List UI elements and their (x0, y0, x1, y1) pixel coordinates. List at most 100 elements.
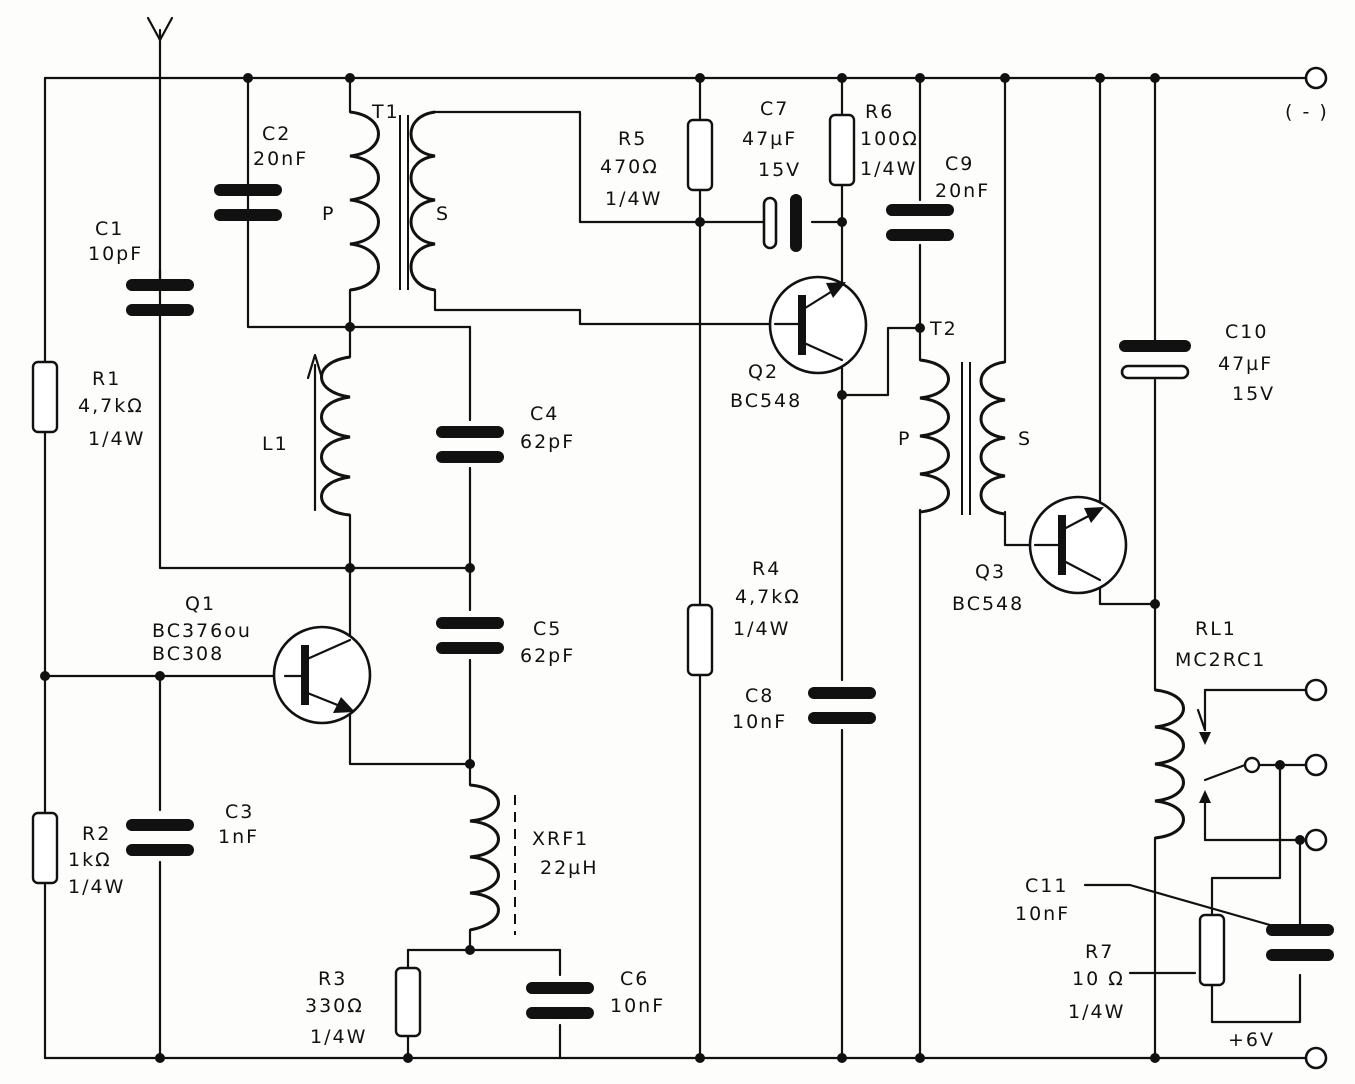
capacitor-c8 (808, 687, 876, 724)
label-l1-name: L1 (262, 433, 289, 455)
label-c6-name: C6 (620, 968, 649, 990)
label-r7-name: R7 (1085, 941, 1114, 963)
junction-dots (40, 73, 1305, 1063)
capacitor-c2 (214, 184, 282, 221)
resistor-r7 (1198, 913, 1226, 987)
label-c7-value: 47µF (742, 128, 797, 150)
transistor-q2 (768, 275, 868, 375)
label-r6-value: 100Ω (860, 128, 919, 150)
capacitor-c3 (126, 819, 194, 856)
resistor-r6 (828, 113, 856, 187)
label-r7-power: 1/4W (1068, 1001, 1125, 1023)
label-c10-value: 47µF (1218, 353, 1273, 375)
resistor-r4 (686, 603, 714, 677)
label-t2-secondary: S (1018, 428, 1032, 450)
label-t1-secondary: S (436, 203, 450, 225)
label-c8-name: C8 (745, 685, 774, 707)
label-c7-name: C7 (760, 98, 789, 120)
label-q1-part: BC376ou (152, 620, 252, 642)
relay-terminal-nc[interactable] (1304, 828, 1328, 852)
label-r5-value: 470Ω (600, 156, 659, 178)
label-c9-name: C9 (945, 153, 974, 175)
capacitor-c11 (1266, 924, 1334, 961)
resistor-r5 (686, 118, 714, 192)
label-r2-value: 1kΩ (68, 849, 112, 871)
label-r7-value: 10 Ω (1072, 968, 1125, 990)
label-c3-name: C3 (225, 801, 254, 823)
terminal-negative[interactable] (1304, 66, 1328, 90)
label-q2-name: Q2 (748, 361, 779, 383)
label-xrf1-name: XRF1 (532, 828, 589, 850)
label-c2-value: 20nF (253, 148, 308, 170)
label-c1-value: 10pF (88, 243, 143, 265)
inductor-l1 (306, 353, 351, 517)
label-positive-terminal: +6V (1228, 1029, 1275, 1051)
label-c4-name: C4 (530, 403, 559, 425)
label-q1-name: Q1 (185, 593, 216, 615)
label-r5-name: R5 (618, 128, 647, 150)
label-c2-name: C2 (262, 123, 291, 145)
label-q3-part: BC548 (952, 593, 1024, 615)
label-rl1-name: RL1 (1195, 618, 1237, 640)
label-t2-name: T2 (929, 318, 958, 340)
label-q1-alt: BC308 (152, 643, 224, 665)
label-xrf1-value: 22µH (540, 857, 599, 879)
capacitor-c9 (886, 204, 954, 241)
resistor-r1 (31, 360, 59, 434)
label-r4-name: R4 (752, 558, 781, 580)
relay-terminal-no[interactable] (1304, 678, 1328, 702)
label-r3-name: R3 (318, 968, 347, 990)
label-c9-value: 20nF (935, 180, 990, 202)
label-r5-power: 1/4W (605, 188, 662, 210)
capacitor-c6 (526, 982, 594, 1019)
label-t1-name: T1 (371, 101, 400, 123)
transistor-q1 (272, 625, 372, 725)
relay-terminal-common[interactable] (1304, 753, 1328, 777)
resistor-r3 (394, 966, 422, 1038)
transformer-t2 (919, 358, 1006, 516)
label-c5-name: C5 (533, 618, 562, 640)
label-c11-value: 10nF (1015, 903, 1070, 925)
label-r4-power: 1/4W (733, 618, 790, 640)
labels: C1 10pF C2 20nF T1 P S R1 4,7kΩ 1/4W L1 … (68, 98, 1329, 1051)
label-c10-voltage: 15V (1232, 383, 1275, 405)
label-c7-voltage: 15V (758, 159, 801, 181)
transistor-q3 (1028, 495, 1128, 595)
label-q3-name: Q3 (975, 561, 1006, 583)
label-r4-value: 4,7kΩ (735, 586, 801, 608)
label-r1-value: 4,7kΩ (78, 395, 144, 417)
capacitor-c10 (1119, 340, 1191, 380)
label-r6-name: R6 (865, 101, 894, 123)
label-r1-power: 1/4W (88, 428, 145, 450)
label-r1-name: R1 (92, 368, 121, 390)
label-r6-power: 1/4W (860, 158, 917, 180)
transformer-t1 (349, 110, 436, 292)
label-t2-primary: P (898, 428, 911, 450)
label-r3-value: 330Ω (305, 995, 364, 1017)
label-c4-value: 62pF (520, 431, 575, 453)
label-c10-name: C10 (1225, 321, 1268, 343)
label-r3-power: 1/4W (310, 1026, 367, 1048)
resistor-r2 (31, 811, 59, 885)
wires (43, 16, 1307, 1060)
label-c1-name: C1 (95, 218, 124, 240)
label-t1-primary: P (322, 203, 335, 225)
terminal-positive[interactable] (1304, 1046, 1328, 1070)
label-negative-terminal: ( - ) (1285, 101, 1329, 123)
relay-rl1 (1154, 688, 1261, 840)
label-c5-value: 62pF (520, 645, 575, 667)
label-c8-value: 10nF (732, 711, 787, 733)
label-rl1-part: MC2RC1 (1175, 649, 1266, 671)
capacitor-c7 (762, 194, 802, 252)
label-c3-value: 1nF (218, 826, 259, 848)
label-r2-power: 1/4W (68, 876, 125, 898)
capacitor-c1 (126, 268, 194, 316)
inductor-xrf1 (469, 783, 516, 935)
label-c6-value: 10nF (610, 995, 665, 1017)
label-r2-name: R2 (82, 823, 111, 845)
capacitor-c4 (436, 426, 504, 463)
label-q2-part: BC548 (730, 390, 802, 412)
label-c11-name: C11 (1025, 875, 1068, 897)
capacitor-c5 (436, 617, 504, 654)
